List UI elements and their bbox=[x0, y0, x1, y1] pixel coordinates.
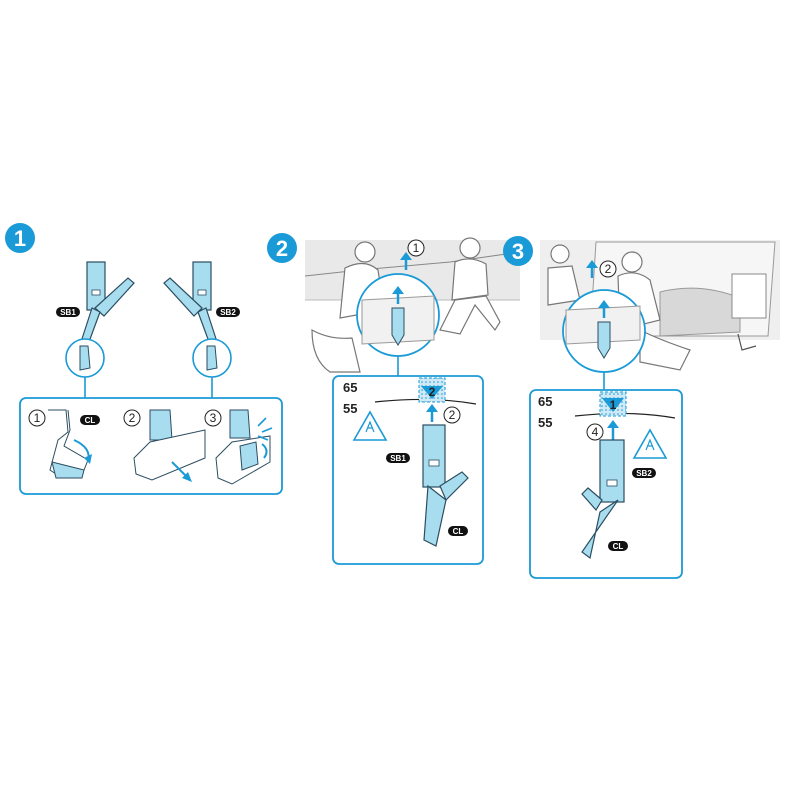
step-2-size-55: 55 bbox=[343, 401, 357, 416]
step-3-size-55: 55 bbox=[538, 415, 552, 430]
substep-3-number: 3 bbox=[210, 411, 217, 425]
step-2-size-65: 65 bbox=[343, 380, 357, 395]
step-1-zoom-left bbox=[65, 338, 105, 398]
step-3-slot-number: 1 bbox=[610, 398, 617, 412]
step-3-tag-sb2: SB2 bbox=[632, 468, 656, 478]
step-3-scene-sketch bbox=[540, 240, 780, 371]
step-2-top-number: 1 bbox=[413, 241, 420, 255]
step-2-number: 2 bbox=[276, 236, 288, 261]
tag-sb2: SB2 bbox=[216, 307, 240, 317]
tag-sb1-label: SB1 bbox=[60, 308, 76, 317]
step-3-tag-cl: CL bbox=[608, 541, 628, 551]
substep-1-number: 1 bbox=[34, 411, 41, 425]
substep-2: 2 bbox=[123, 409, 206, 482]
substep-3: 3 bbox=[204, 409, 273, 485]
step-3-tag-cl-label: CL bbox=[613, 542, 624, 551]
step-2-top-marker: 1 bbox=[407, 239, 425, 257]
step-3-zoom-circle bbox=[562, 289, 646, 390]
step-2-tag-cl: CL bbox=[448, 526, 468, 536]
stand-sb2-illustration bbox=[163, 261, 219, 352]
step-3-tag-sb2-label: SB2 bbox=[636, 469, 652, 478]
caution-pinch-icon bbox=[352, 410, 388, 441]
step-3-size-65: 65 bbox=[538, 394, 552, 409]
stand-sb1-illustration bbox=[79, 261, 135, 352]
step-1-zoom-right bbox=[192, 338, 232, 398]
caution-pinch-icon bbox=[632, 428, 668, 459]
step-1-number: 1 bbox=[14, 226, 26, 251]
step-2-tag-cl-label: CL bbox=[453, 527, 464, 536]
step-3-insert-slot: 1 bbox=[599, 391, 627, 417]
tag-sb2-label: SB2 bbox=[220, 308, 236, 317]
step-3-stand-illustration bbox=[581, 439, 625, 560]
step-2-insert-slot: 2 bbox=[418, 377, 446, 403]
step-1-badge: 1 bbox=[5, 223, 35, 253]
step-2-tag-sb1-label: SB1 bbox=[390, 454, 406, 463]
step-2-inset-number: 2 bbox=[449, 408, 456, 422]
tag-sb1: SB1 bbox=[56, 307, 80, 317]
step-2-tag-sb1: SB1 bbox=[386, 453, 410, 463]
step-3-inset-number: 4 bbox=[592, 425, 599, 439]
substep-1: 1 CL bbox=[28, 409, 100, 479]
tag-cl-label: CL bbox=[85, 416, 96, 425]
substep-2-number: 2 bbox=[129, 411, 136, 425]
step-3-top-marker: 2 bbox=[599, 260, 617, 278]
step-2-badge: 2 bbox=[267, 233, 297, 263]
step-2-stand-illustration bbox=[422, 424, 469, 547]
step-2-slot-number: 2 bbox=[429, 385, 436, 399]
step-3-number: 3 bbox=[512, 239, 524, 264]
step-3-insert-arrow: 4 bbox=[586, 420, 619, 441]
step-2-insert-arrow: 2 bbox=[426, 404, 461, 424]
step-3-top-number: 2 bbox=[605, 262, 612, 276]
step-3-badge: 3 bbox=[503, 236, 533, 266]
step-2-zoom-circle bbox=[356, 273, 440, 376]
